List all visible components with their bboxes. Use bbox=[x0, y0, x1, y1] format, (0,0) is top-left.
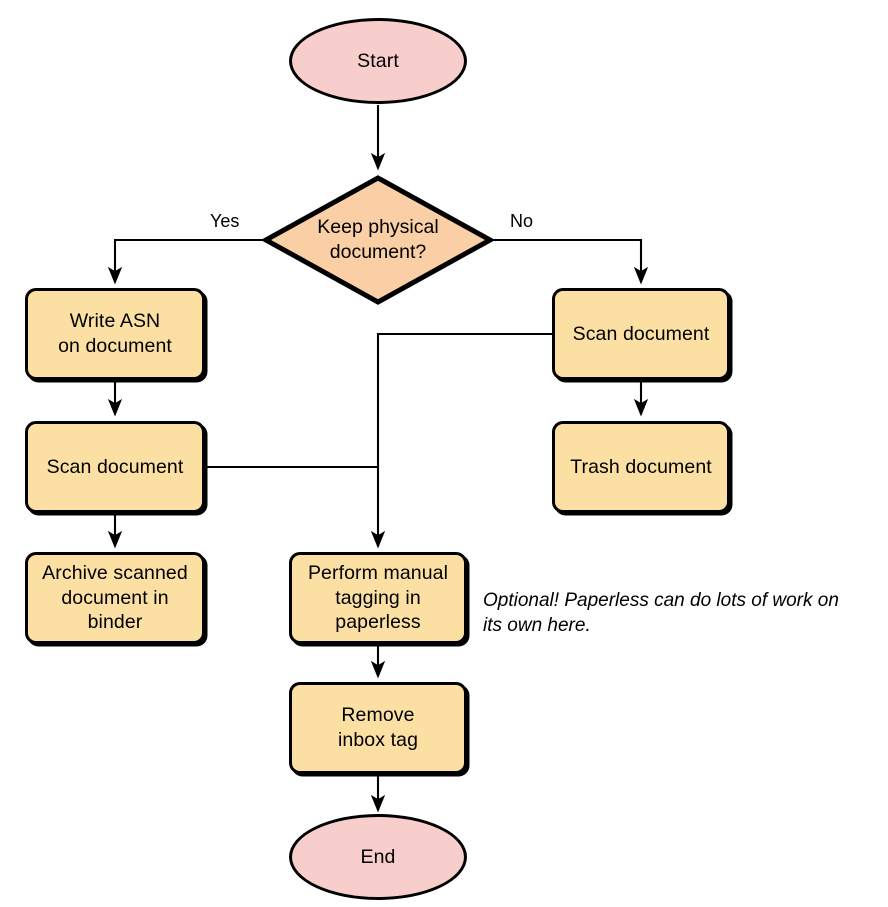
node-remove-inbox-tag[interactable]: Remove inbox tag bbox=[289, 682, 467, 774]
node-scan-document-left[interactable]: Scan document bbox=[25, 421, 205, 513]
node-write-asn[interactable]: Write ASN on document bbox=[25, 288, 205, 380]
node-end[interactable]: End bbox=[289, 814, 467, 900]
diamond-icon bbox=[263, 175, 493, 305]
edge-label-yes: Yes bbox=[210, 211, 240, 231]
node-keep-physical-document[interactable]: Keep physical document? bbox=[263, 175, 493, 305]
annotation-optional-note: Optional! Paperless can do lots of work … bbox=[483, 590, 839, 637]
node-start-label: Start bbox=[357, 49, 399, 72]
node-keep-physical-document-label: Keep physical document? bbox=[317, 216, 439, 263]
edge-scan-right-to-tagging bbox=[370, 332, 552, 549]
node-trash-document-label: Trash document bbox=[570, 455, 712, 478]
node-perform-manual-tagging[interactable]: Perform manual tagging in paperless bbox=[289, 552, 467, 644]
node-archive-scanned-document[interactable]: Archive scanned document in binder bbox=[25, 552, 205, 644]
edge-label-no: No bbox=[510, 211, 534, 231]
node-scan-document-right[interactable]: Scan document bbox=[552, 288, 730, 380]
node-scan-document-left-label: Scan document bbox=[46, 455, 184, 478]
edge-keep-yes-to-write-asn bbox=[107, 238, 263, 285]
node-archive-scanned-document-label: Archive scanned document in binder bbox=[42, 562, 188, 634]
node-write-asn-label: Write ASN on document bbox=[58, 310, 172, 357]
node-end-label: End bbox=[360, 845, 396, 868]
edge-keep-no-to-scan-right bbox=[493, 238, 649, 285]
node-trash-document[interactable]: Trash document bbox=[552, 421, 730, 513]
node-start[interactable]: Start bbox=[289, 18, 467, 104]
node-scan-document-right-label: Scan document bbox=[572, 322, 710, 345]
node-remove-inbox-tag-label: Remove inbox tag bbox=[337, 704, 419, 751]
node-perform-manual-tagging-label: Perform manual tagging in paperless bbox=[307, 562, 449, 634]
